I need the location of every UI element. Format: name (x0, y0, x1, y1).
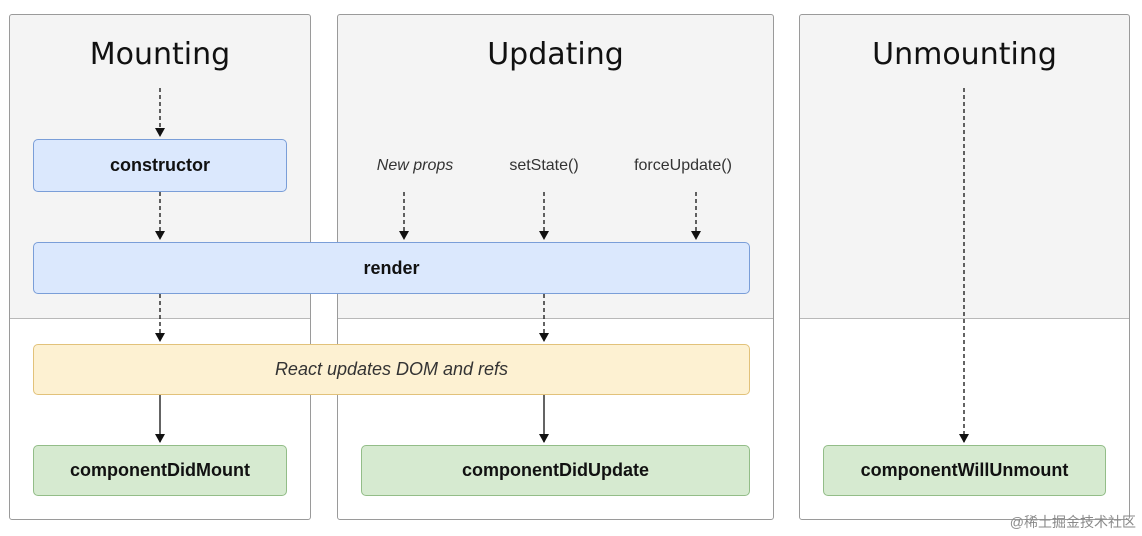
constructor-node: constructor (33, 139, 287, 192)
unmounting-title: Unmounting (872, 37, 1057, 72)
dom-update-node: React updates DOM and refs (33, 344, 750, 395)
column-divider (800, 318, 1129, 319)
watermark-text: @稀土掘金技术社区 (1009, 514, 1136, 530)
column-divider (338, 318, 773, 319)
did-update-node: componentDidUpdate (361, 445, 750, 496)
render-node: render (33, 242, 750, 294)
updating-title: Updating (487, 37, 624, 72)
will-unmount-node: componentWillUnmount (823, 445, 1106, 496)
new-props-label: New props (376, 157, 454, 174)
setstate-label: setState() (509, 157, 579, 174)
mounting-title: Mounting (89, 37, 231, 72)
forceupdate-label: forceUpdate() (634, 157, 732, 174)
did-mount-node: componentDidMount (33, 445, 287, 496)
